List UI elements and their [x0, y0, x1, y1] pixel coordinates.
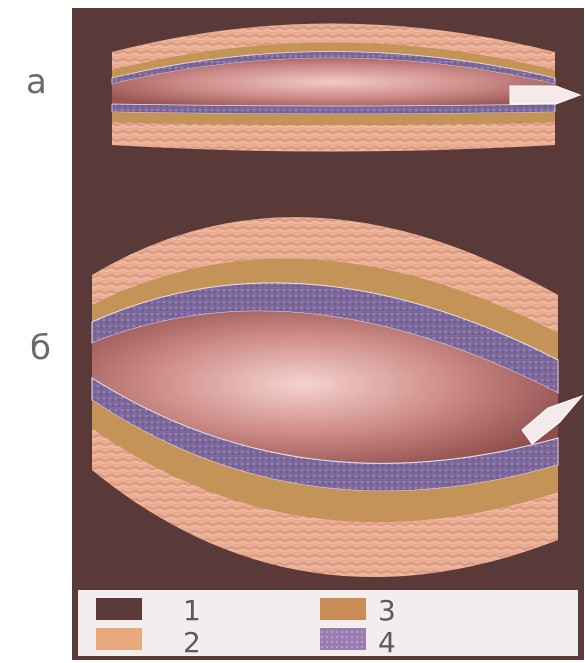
legend-swatch-3: [320, 598, 366, 620]
vessel-a-outer-layer-bottom: [112, 122, 555, 152]
panel-label-a: а: [26, 62, 47, 102]
panel-label-b: б: [30, 328, 51, 368]
legend-number-2: 2: [183, 629, 201, 657]
legend-number-3: 3: [378, 597, 396, 625]
vessel-a: [112, 24, 580, 152]
legend-number-1: 1: [183, 597, 201, 625]
legend-swatch-4: [320, 628, 366, 650]
legend-swatch-1: [96, 598, 142, 620]
legend-number-4: 4: [378, 629, 396, 657]
legend-swatch-2: [96, 628, 142, 650]
legend: [78, 590, 578, 656]
